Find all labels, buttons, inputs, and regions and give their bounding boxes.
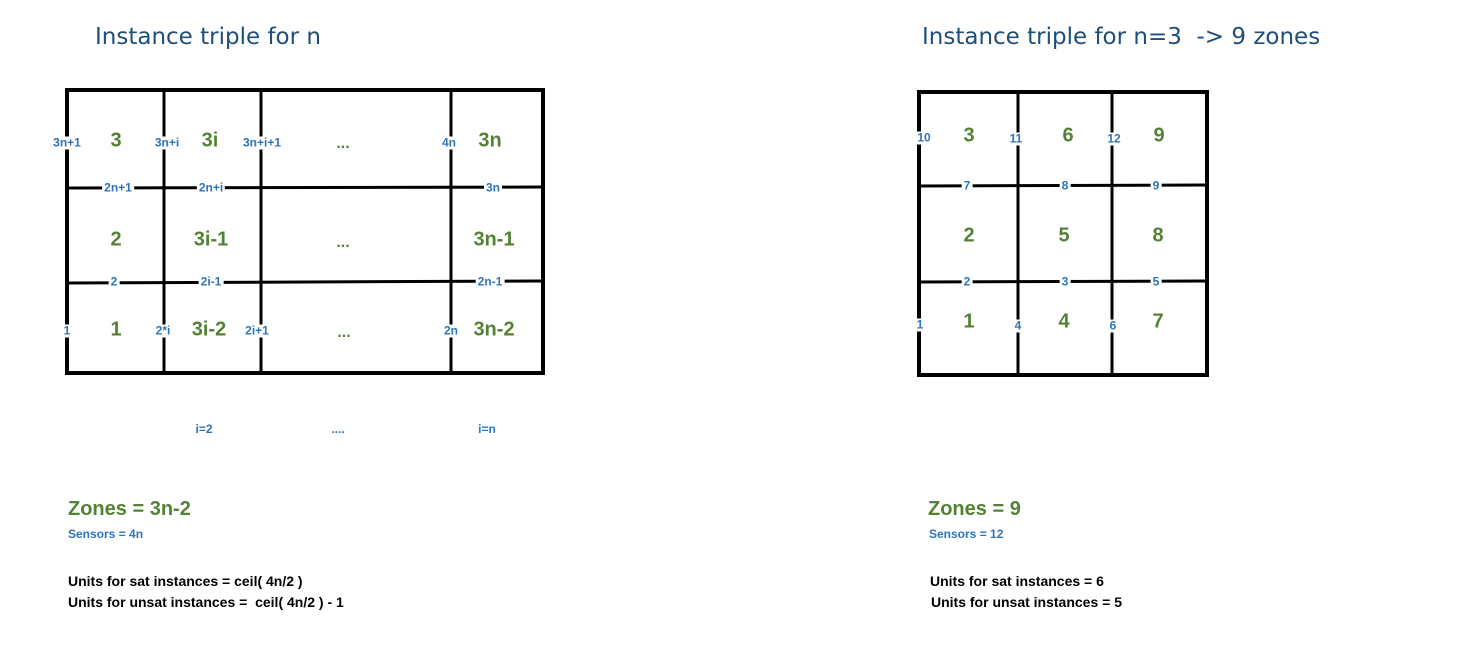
right-sensor-1: 1 — [914, 317, 926, 332]
right-summary-units-sat: Units for sat instances = 6 — [930, 573, 1104, 589]
left-zone-r3c1: 1 — [110, 318, 122, 341]
right-zone-r3c1: 1 — [963, 310, 975, 333]
right-sensor-10: 10 — [915, 130, 933, 145]
left-zone-r1c1: 3 — [110, 129, 122, 152]
left-zone-r1c4: 3n — [478, 129, 502, 152]
left-sensor-3n: 3n — [483, 180, 503, 195]
left-zone-r3c4: 3n-2 — [473, 318, 515, 341]
left-zone-r3c2: 3i-2 — [191, 318, 227, 341]
right-zone-r1c3: 9 — [1153, 124, 1165, 147]
left-index-in: i=n — [478, 422, 496, 436]
right-sensor-8: 8 — [1059, 178, 1071, 193]
right-zone-r2c2: 5 — [1058, 224, 1070, 247]
left-zone-r1c3: ... — [336, 135, 350, 152]
right-sensor-9: 9 — [1150, 178, 1162, 193]
left-grid-hline-1 — [66, 185, 544, 190]
left-sensor-1: 1 — [61, 323, 73, 338]
left-sensor-4n: 4n — [439, 135, 459, 150]
left-grid — [65, 88, 545, 375]
right-sensor-11: 11 — [1007, 131, 1025, 146]
right-summary-units-unsat: Units for unsat instances = 5 — [931, 594, 1122, 610]
right-zone-r1c2: 6 — [1062, 124, 1074, 147]
right-sensor-3: 3 — [1059, 274, 1071, 289]
left-sensor-3n+1: 3n+1 — [51, 135, 83, 150]
left-sensor-2*i: 2*i — [153, 323, 173, 338]
left-zone-r2c4: 3n-1 — [473, 228, 515, 251]
left-sensor-2n+1: 2n+1 — [102, 180, 134, 195]
left-index-dots: .... — [331, 422, 345, 436]
left-title: Instance triple for n — [95, 24, 321, 50]
right-zone-r1c1: 3 — [963, 124, 975, 147]
left-summary-zones: Zones = 3n-2 — [68, 498, 191, 520]
right-zone-r2c1: 2 — [963, 224, 975, 247]
left-grid-hline-2 — [66, 279, 544, 285]
right-sensor-5: 5 — [1150, 274, 1162, 289]
right-sensor-7: 7 — [961, 178, 973, 193]
left-zone-r3c3: ... — [337, 324, 351, 341]
left-grid-border — [65, 88, 545, 375]
left-sensor-2n: 2n — [441, 323, 461, 338]
right-summary-sensors: Sensors = 12 — [929, 527, 1004, 541]
right-zone-r2c3: 8 — [1152, 224, 1164, 247]
right-zone-r3c2: 4 — [1058, 310, 1070, 333]
left-sensor-2n-1: 2n-1 — [475, 274, 505, 289]
left-zone-r2c3: ... — [336, 234, 350, 251]
left-summary-units-unsat: Units for unsat instances = ceil( 4n/2 )… — [68, 594, 344, 610]
left-summary-sensors: Sensors = 4n — [68, 527, 144, 541]
right-grid-border — [917, 90, 1209, 377]
right-sensor-6: 6 — [1107, 318, 1119, 333]
left-sensor-2i+1: 2i+1 — [243, 323, 271, 338]
left-index-i2: i=2 — [195, 422, 213, 436]
left-summary-units-sat: Units for sat instances = ceil( 4n/2 ) — [68, 573, 303, 589]
left-sensor-2n+i: 2n+i — [196, 180, 226, 195]
right-zone-r3c3: 7 — [1152, 310, 1164, 333]
left-zone-r2c1: 2 — [110, 228, 122, 251]
left-sensor-2i-1: 2i-1 — [198, 274, 224, 289]
left-sensor-3n+i: 3n+i — [152, 135, 182, 150]
left-zone-r2c2: 3i-1 — [193, 228, 229, 251]
right-summary-zones: Zones = 9 — [928, 498, 1021, 520]
right-sensor-2: 2 — [961, 274, 973, 289]
left-zone-r1c2: 3i — [201, 129, 219, 152]
left-sensor-2: 2 — [108, 274, 120, 289]
right-sensor-4: 4 — [1012, 318, 1024, 333]
left-sensor-3n+i+1: 3n+i+1 — [240, 135, 284, 150]
right-sensor-12: 12 — [1105, 131, 1123, 146]
right-title: Instance triple for n=3 -> 9 zones — [922, 24, 1321, 50]
